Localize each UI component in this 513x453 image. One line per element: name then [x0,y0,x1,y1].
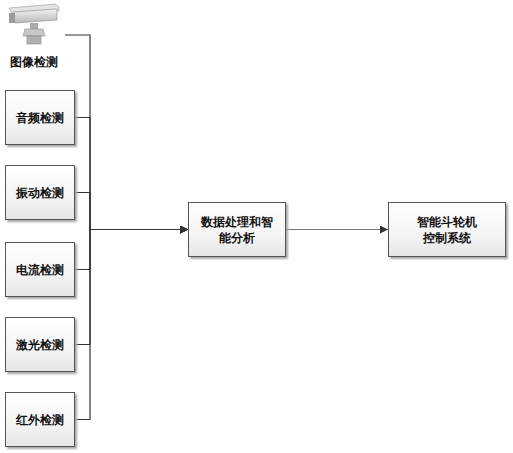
process-box: 音频检测 [5,90,75,145]
camera-node: 图像检测 [3,0,65,72]
connector-arrow [75,230,188,270]
connector-arrow [286,229,388,230]
process-box: 电流检测 [5,242,75,297]
node-text: 数据处理和智能分析 [199,214,275,246]
camera-illustration [3,0,65,46]
node-text: 振动检测 [16,185,64,201]
node-text: 智能斗轮机控制系统 [414,214,480,246]
node-text: 激光检测 [16,337,64,353]
connector-arrow [65,35,188,230]
process-box: 红外检测 [5,392,75,447]
process-box: 数据处理和智能分析 [188,202,286,257]
process-box: 激光检测 [5,317,75,372]
node-text: 红外检测 [16,412,64,428]
node-text: 图像检测 [10,54,58,72]
connector-arrow [75,230,188,345]
node-text: 音频检测 [16,110,64,126]
connector-arrow [75,118,188,230]
process-box: 振动检测 [5,165,75,220]
process-box: 智能斗轮机控制系统 [388,202,506,257]
connector-arrow [75,230,188,420]
node-text: 电流检测 [16,262,64,278]
connector-arrow [75,193,188,230]
